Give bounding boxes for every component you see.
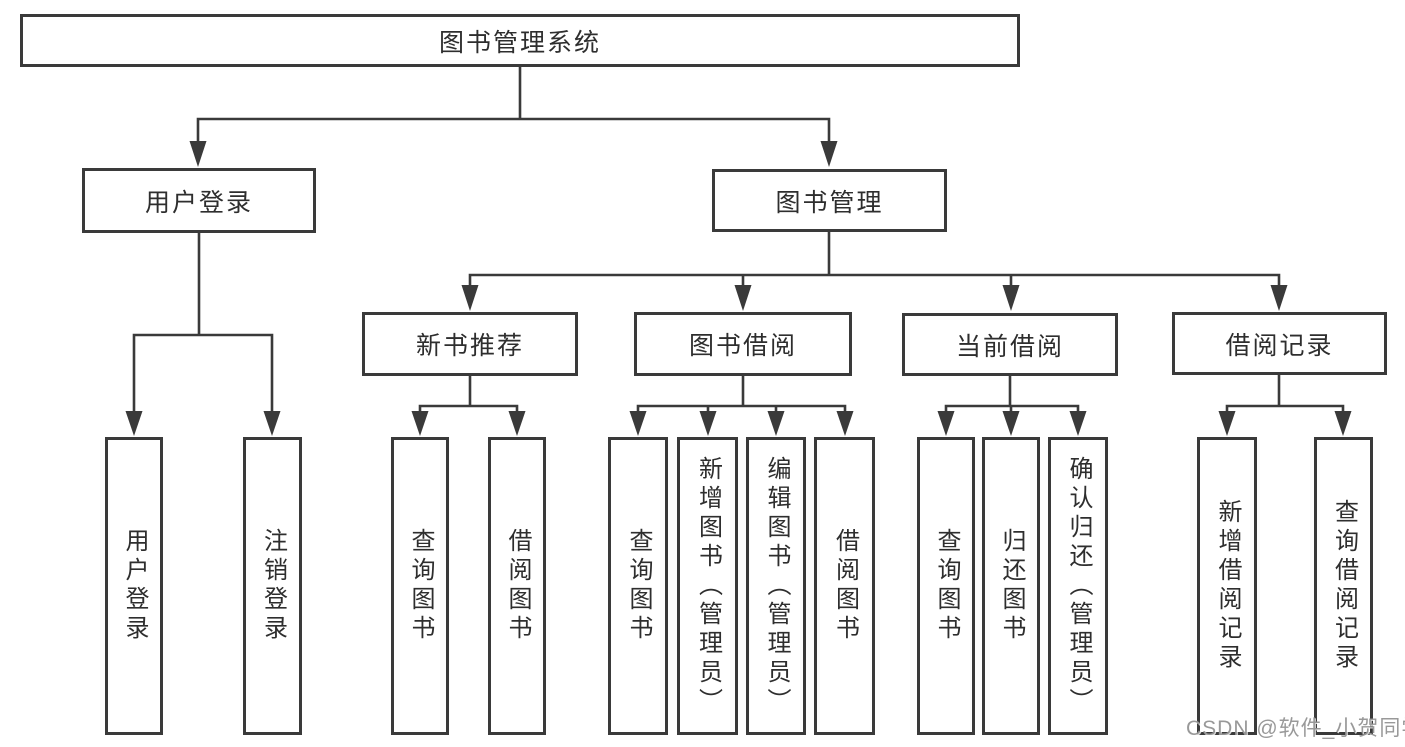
arrow-leaf bbox=[125, 411, 143, 436]
leaf-return-book: 归还图书 bbox=[982, 437, 1040, 735]
node-root: 图书管理系统 bbox=[20, 14, 1020, 67]
arrow-leaf bbox=[1069, 411, 1087, 436]
leaf-query-book-recommend: 查询图书 bbox=[391, 437, 449, 735]
arrow-leaf bbox=[411, 411, 429, 436]
connector-root bbox=[196, 67, 831, 144]
node-new-book-recommend: 新书推荐 bbox=[362, 312, 578, 376]
leaf-add-book-admin: 新增图书（管理员） bbox=[677, 437, 738, 735]
connector-new-book-recommend bbox=[418, 376, 519, 411]
node-user-login: 用户登录 bbox=[82, 168, 316, 233]
leaf-add-borrow-record: 新增借阅记录 bbox=[1197, 437, 1257, 735]
leaf-borrow-book: 借阅图书 bbox=[814, 437, 875, 735]
leaf-logout: 注销登录 bbox=[243, 437, 302, 735]
arrow-leaf bbox=[1218, 411, 1236, 436]
connector-user-login bbox=[132, 233, 274, 412]
arrow-to-new-book-recommend bbox=[461, 285, 479, 311]
leaf-query-book: 查询图书 bbox=[608, 437, 668, 735]
connector-current-borrow bbox=[944, 376, 1080, 411]
arrow-to-current-borrow bbox=[1002, 285, 1020, 311]
leaf-query-borrow-record: 查询借阅记录 bbox=[1314, 437, 1373, 735]
arrowheads bbox=[125, 141, 1352, 436]
csdn-watermark: CSDN @软件_小贺同学 bbox=[1186, 717, 1405, 740]
arrow-leaf bbox=[836, 411, 854, 436]
node-borrow-record: 借阅记录 bbox=[1172, 312, 1387, 375]
arrow-leaf bbox=[767, 411, 785, 436]
connector-borrow-record bbox=[1225, 375, 1345, 411]
arrow-leaf bbox=[699, 411, 717, 436]
arrow-to-book-borrow bbox=[734, 285, 752, 311]
arrow-leaf bbox=[508, 411, 526, 436]
arrow-leaf bbox=[629, 411, 647, 436]
connector-book-management bbox=[468, 232, 1281, 288]
arrow-leaf bbox=[263, 411, 281, 436]
arrow-to-user-login bbox=[189, 141, 207, 167]
leaf-query-current: 查询图书 bbox=[917, 437, 975, 735]
arrow-to-book-management bbox=[820, 141, 838, 167]
node-current-borrow: 当前借阅 bbox=[902, 313, 1118, 376]
connector-book-borrow bbox=[636, 376, 847, 411]
leaf-borrow-book-recommend: 借阅图书 bbox=[488, 437, 546, 735]
node-book-borrow: 图书借阅 bbox=[634, 312, 852, 376]
leaf-confirm-return-admin: 确认归还（管理员） bbox=[1048, 437, 1108, 735]
arrow-to-borrow-record bbox=[1270, 285, 1288, 311]
arrow-leaf bbox=[1002, 411, 1020, 436]
arrow-leaf bbox=[1334, 411, 1352, 436]
node-book-management: 图书管理 bbox=[712, 169, 947, 232]
leaf-edit-book-admin: 编辑图书（管理员） bbox=[746, 437, 806, 735]
leaf-user-login: 用户登录 bbox=[105, 437, 163, 735]
arrow-leaf bbox=[937, 411, 955, 436]
